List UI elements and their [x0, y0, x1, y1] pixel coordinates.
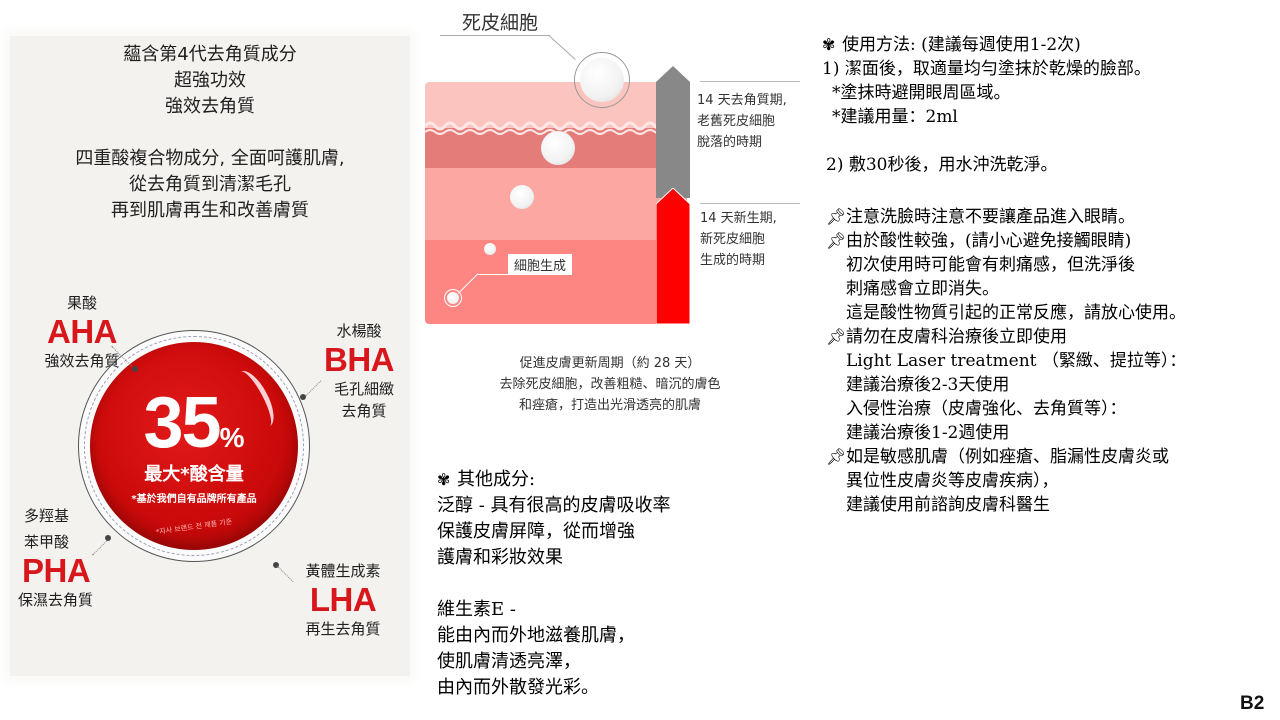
caution-notes: 📌︎注意洗臉時注意不要讓產品進入眼睛。 📌︎由於酸性較強，(請小心避免接觸眼睛)… — [826, 207, 1187, 515]
pushpin-icon: 📌︎ — [826, 327, 847, 346]
exfoliation-phase-arrow — [656, 66, 690, 198]
intro-line: 蘊含第4代去角質成分 — [123, 44, 297, 65]
cell — [484, 243, 496, 255]
exfoliation-phase-text: 14 天去角質期, 老舊死皮細胞 脫落的時期 — [697, 93, 787, 150]
connector-dot-pha — [105, 535, 111, 541]
dead-cell-label: 死皮細胞 — [462, 12, 539, 34]
connector-dot-lha — [273, 562, 279, 568]
intro-text: 蘊含第4代去角質成分 超強功效 強效去角質 四重酸複合物成分, 全面呵護肌膚, … — [10, 42, 410, 224]
red-sphere: 35% 最大*酸含量 *基於我們自有品牌所有產品 *자사 브랜드 전 제품 기준 — [90, 342, 298, 550]
flower-icon: ✾ — [822, 35, 836, 54]
acid-bha: 水楊酸 BHA 毛孔細緻 去角質 — [324, 322, 395, 420]
pushpin-icon: 📌︎ — [826, 231, 847, 250]
note-item: 📌︎請勿在皮膚科治療後立即使用 — [826, 327, 1067, 347]
page-label: B2 — [1240, 693, 1265, 714]
flower-icon: ✾ — [437, 470, 451, 489]
note-item: 📌︎如是敏感肌膚（例如痤瘡、脂漏性皮膚炎或 — [826, 447, 1169, 467]
cell — [541, 131, 575, 165]
other-ingredients-title: ✾其他成分: — [437, 467, 671, 493]
renewal-phase-text: 14 天新生期, 新死皮細胞 生成的時期 — [700, 211, 777, 268]
pushpin-icon: 📌︎ — [826, 207, 847, 226]
acid-lha: 黃體生成素 LHA 再生去角質 — [305, 562, 381, 638]
dead-cell — [580, 58, 624, 102]
max-acid-label: 最大*酸含量 — [144, 464, 244, 485]
acid-pha: 多羥基 苯甲酸 PHA 保濕去角質 — [18, 507, 94, 609]
skin-cycle-caption: 促進皮膚更新周期（約 28 天） 去除死皮細胞，改善粗糙、暗沉的膚色 和痤瘡，打… — [499, 356, 721, 413]
usage-step-1: 1) 潔面後，取適量均勻塗抹於乾燥的臉部。 — [822, 59, 1151, 79]
other-ingredients: ✾其他成分: 泛醇 - 具有很高的皮膚吸收率 保護皮膚屏障，從而增強 護膚和彩妝… — [437, 467, 671, 698]
connector-dot-aha — [132, 366, 138, 372]
intro-line: 超強功效 — [174, 70, 246, 91]
pushpin-icon: 📌︎ — [826, 447, 847, 466]
usage-step-2: 2) 敷30秒後，用水沖洗乾淨。 — [826, 155, 1058, 175]
badge-footnote: *基於我們自有品牌所有產品 — [131, 494, 257, 505]
note-item: 📌︎注意洗臉時注意不要讓產品進入眼睛。 — [826, 207, 1135, 227]
intro-line: 從去角質到清潔毛孔 — [129, 174, 291, 195]
intro-line: 強效去角質 — [165, 96, 255, 117]
acid-infographic-panel: 蘊含第4代去角質成分 超強功效 強效去角質 四重酸複合物成分, 全面呵護肌膚, … — [10, 36, 410, 676]
renewal-phase-arrow — [656, 188, 690, 324]
note-item: 📌︎由於酸性較強，(請小心避免接觸眼睛) — [826, 231, 1132, 251]
intro-line: 四重酸複合物成分, 全面呵護肌膚, — [75, 148, 345, 169]
cell-generation-label: 細胞生成 — [508, 254, 573, 275]
connector-dot-bha — [300, 394, 306, 400]
new-cell — [447, 292, 459, 304]
acid-content-badge: 35% 最大*酸含量 *基於我們自有品牌所有產品 *자사 브랜드 전 제품 기준 — [78, 330, 310, 562]
acid-aha: 果酸 AHA 強效去角質 — [44, 294, 120, 370]
acid-percentage: 35% — [143, 383, 245, 463]
usage-title: ✾使用方法: (建議每週使用1-2次) — [822, 35, 1081, 55]
intro-line: 再到肌膚再生和改善膚質 — [111, 200, 309, 221]
usage-instructions: ✾使用方法: (建議每週使用1-2次) 1) 潔面後，取適量均勻塗抹於乾燥的臉部… — [822, 35, 1151, 175]
cell — [510, 185, 534, 209]
